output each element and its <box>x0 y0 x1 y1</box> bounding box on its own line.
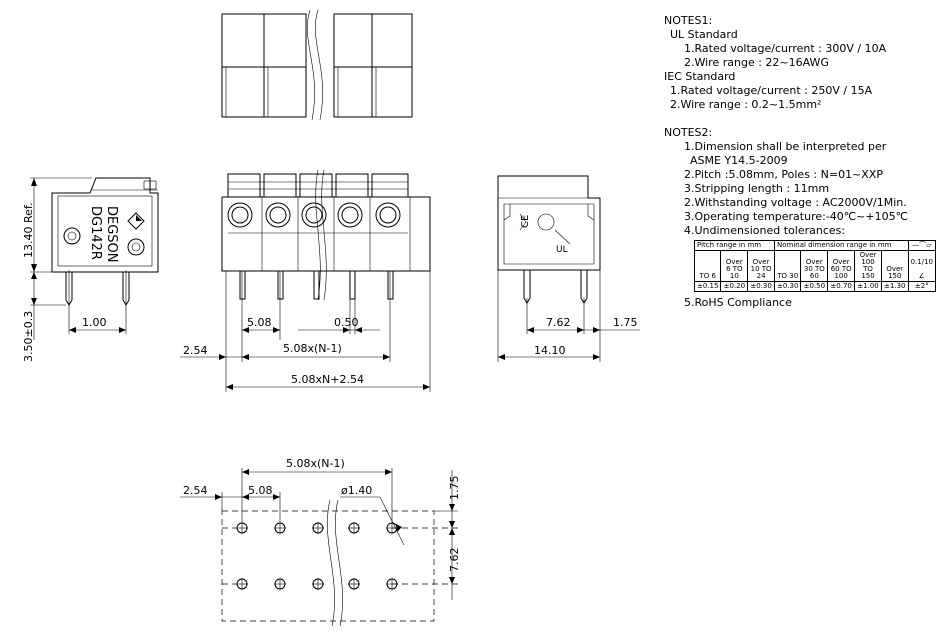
pin-offset-label: 1.00 <box>82 316 107 329</box>
pitch-range-cell: Over 6 TO 10 <box>720 250 749 282</box>
pcb-holes <box>236 522 398 590</box>
nominal-tol-cell: ±0.70 <box>827 281 856 292</box>
rohs-note: 5.RoHS Compliance <box>684 296 792 309</box>
nominal-tol-cell: ±1.30 <box>880 281 909 292</box>
nominal-range-cell: Over 150 <box>880 250 909 282</box>
pitch-range-cell: TO 6 <box>693 250 722 282</box>
ul-item: 1.Rated voltage/current : 300V / 10A <box>684 42 887 55</box>
nominal-range-cell: TO 30 <box>773 250 802 282</box>
ul-marking: UL <box>556 245 568 255</box>
notes1-heading: NOTES1: <box>664 14 713 27</box>
offset-left-label: 2.54 <box>183 344 208 357</box>
pcb-layout <box>180 468 458 627</box>
notes2-item: 2.Withstanding voltage : AC2000V/1Min. <box>684 196 907 209</box>
ul-item: 2.Wire range : 22~16AWG <box>684 56 829 69</box>
pitch-label: 5.08 <box>247 316 272 329</box>
angle-tol-cell: ±2° <box>907 281 937 292</box>
right-side-view: CE UL <box>497 175 640 362</box>
nominal-range-header: Nominal dimension range in mm <box>773 240 909 251</box>
notes2-item: 1.Dimension shall be interpreted per <box>684 140 887 153</box>
pitch-tol-cell: ±0.15 <box>693 281 722 292</box>
notes2-item: 3.Stripping length : 11mm <box>684 182 830 195</box>
span-label: 5.08x(N-1) <box>283 342 342 355</box>
nominal-tol-cell: ±0.50 <box>800 281 829 292</box>
brand-marking: DEGSON <box>104 206 119 263</box>
ul-title: UL Standard <box>670 28 738 41</box>
pcb-pitch-label: 5.08 <box>248 484 273 497</box>
pin-offset-dim <box>69 327 126 333</box>
nominal-range-cell: Over 30 TO 60 <box>800 250 829 282</box>
side-pitch-label: 7.62 <box>546 316 571 329</box>
pcb-offset-label: 2.54 <box>183 484 208 497</box>
top-view <box>221 9 413 121</box>
angle-symbol: ∠ <box>918 272 925 280</box>
depth-label: 14.10 <box>534 344 566 357</box>
tolerance-table: Pitch range in mm Nominal dimension rang… <box>693 240 937 292</box>
pitch-range-header: Pitch range in mm <box>694 240 775 251</box>
pitch-range-cell: Over 10 TO 24 <box>747 250 775 282</box>
pin-width-label: 0.50 <box>334 316 359 329</box>
iec-title: IEC Standard <box>664 70 736 83</box>
side-offset-label: 1.75 <box>613 316 638 329</box>
pcb-edge-label: 1.75 <box>448 476 461 501</box>
iec-item: 1.Rated voltage/current : 250V / 15A <box>670 84 873 97</box>
iec-item: 2.Wire range : 0.2~1.5mm² <box>670 98 822 111</box>
nominal-range-cell: Over 60 TO 100 <box>827 250 856 282</box>
pitch-tol-cell: ±0.30 <box>747 281 775 292</box>
hole-dia-label: ø1.40 <box>341 484 372 497</box>
nominal-tol-cell: ±1.00 <box>854 281 882 292</box>
front-view <box>180 169 431 392</box>
model-marking: DG142R <box>88 206 103 260</box>
overall-label: 5.08xN+2.54 <box>291 373 364 386</box>
nominal-range-cell: Over 100 TO 150 <box>854 250 882 282</box>
notes-panel: NOTES1: UL Standard 1.Rated voltage/curr… <box>664 14 937 310</box>
flatness-value: 0.1/10 <box>910 258 933 266</box>
nominal-tol-cell: ±0.30 <box>773 281 802 292</box>
left-side-view: DEGSON DG142R <box>30 177 159 340</box>
pcb-row-pitch-label: 7.62 <box>448 548 461 573</box>
flatness-cell: 0.1/10 ∠ <box>907 250 937 282</box>
pitch-tol-cell: ±0.20 <box>720 281 749 292</box>
notes2-item: 3.Operating temperature:-40℃~+105℃ <box>684 210 908 223</box>
notes2-item: 4.Undimensioned tolerances: <box>684 224 846 237</box>
pin-length-label: 3.50±0.3 <box>22 311 35 362</box>
notes2-item: ASME Y14.5-2009 <box>690 154 788 167</box>
notes2-heading: NOTES2: <box>664 126 713 139</box>
height-ref-label: 13.40 Ref. <box>22 203 35 258</box>
notes2-item: 2.Pitch :5.08mm, Poles : N=01~XXP <box>684 168 883 181</box>
pcb-span-label: 5.08x(N-1) <box>286 457 345 470</box>
symbols-header: —⌒▱ <box>907 240 937 251</box>
